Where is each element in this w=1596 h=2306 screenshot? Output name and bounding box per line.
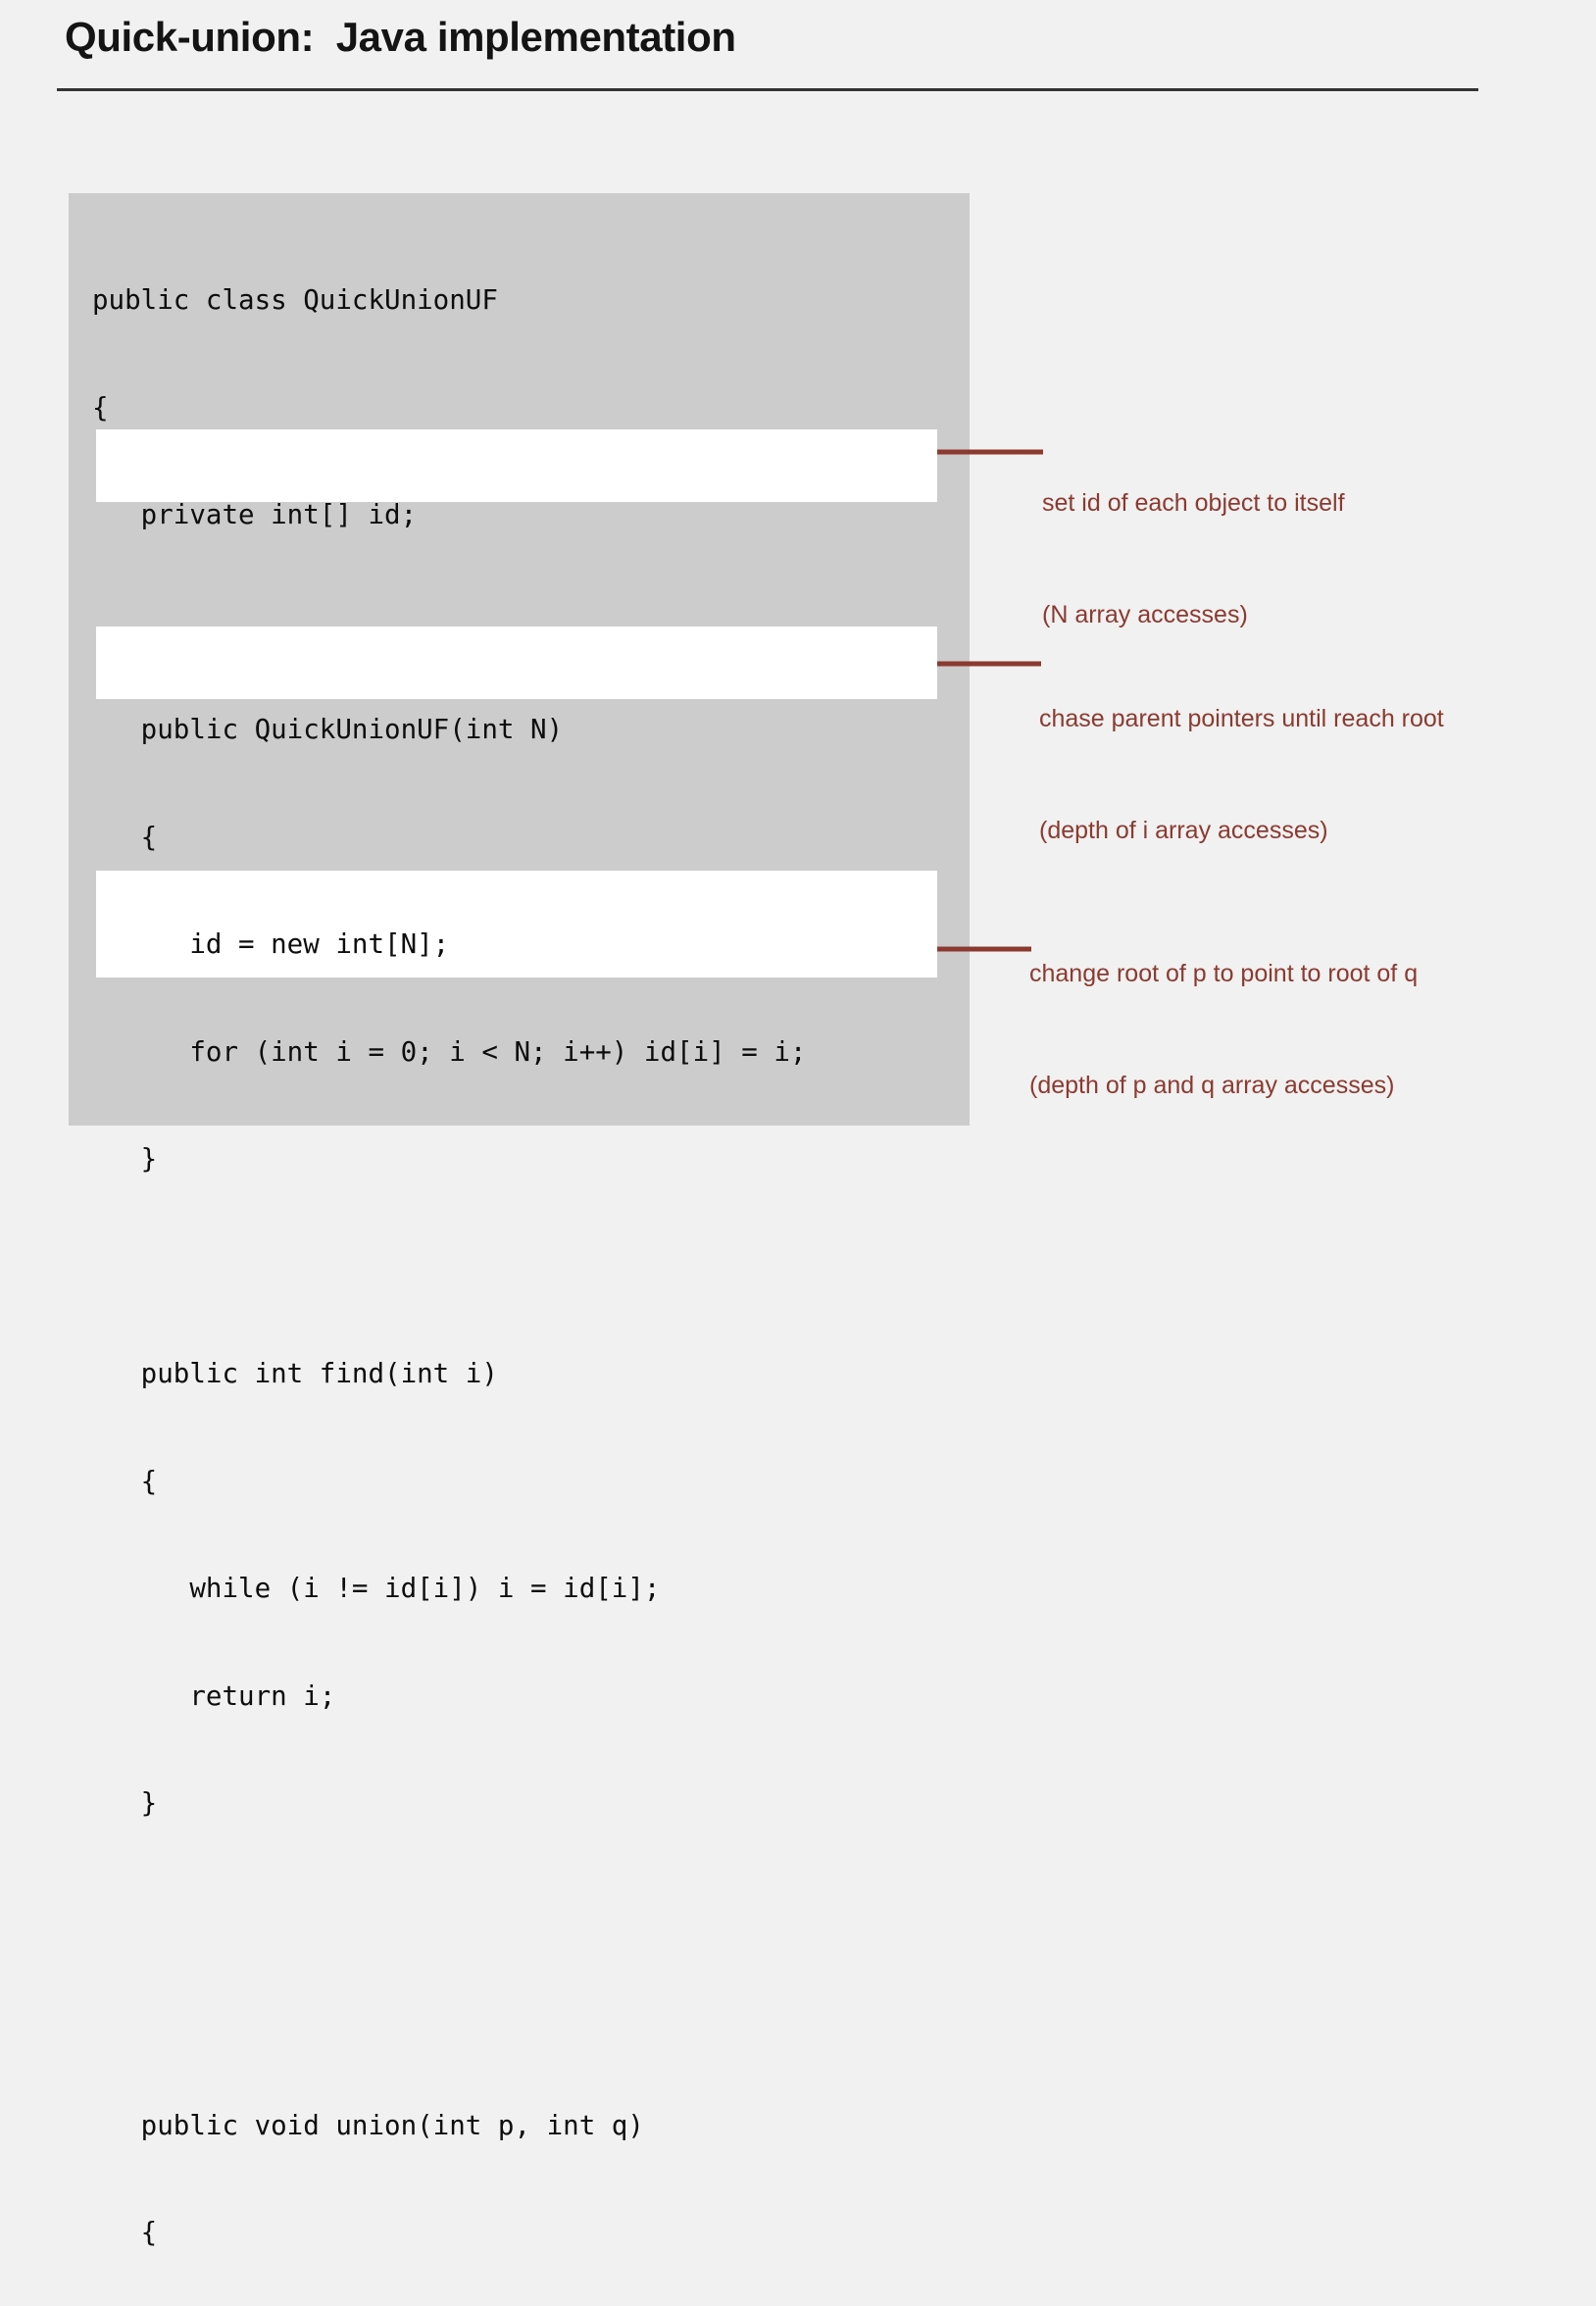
code-highlight-union [96, 871, 937, 978]
annotation-union: change root of p to point to root of q (… [1029, 880, 1418, 1141]
code-line: while (i != id[i]) i = id[i]; [92, 1573, 661, 1604]
code-line: id = new int[N]; [92, 928, 450, 960]
code-line: private int[] id; [92, 499, 418, 530]
code-highlight-find [96, 627, 937, 699]
annotation-init-line2: (N array accesses) [1042, 601, 1248, 628]
code-line [92, 2000, 806, 2036]
annotation-find-line1: chase parent pointers until reach root [1039, 705, 1444, 732]
annotation-init-line1: set id of each object to itself [1042, 489, 1345, 517]
code-line: for (int i = 0; i < N; i++) id[i] = i; [92, 1035, 807, 1068]
annotation-union-line2: (depth of p and q array accesses) [1029, 1072, 1395, 1099]
code-highlight-constructor [96, 429, 937, 502]
page-title: Quick-union: Java implementation [65, 14, 736, 60]
code-line: { [92, 821, 158, 853]
code-line: public class QuickUnionUF [92, 284, 498, 316]
code-line: public QuickUnionUF(int N) [92, 714, 564, 745]
code-line [92, 1249, 806, 1285]
code-line: public int find(int i) [92, 1358, 498, 1389]
code-line: return i; [92, 1679, 336, 1712]
annotation-find-line2: (depth of i array accesses) [1039, 817, 1328, 844]
code-block: public class QuickUnionUF { private int[… [92, 211, 806, 2306]
code-line: { [92, 1465, 158, 1497]
annotation-find: chase parent pointers until reach root (… [1039, 626, 1444, 886]
annotation-union-line1: change root of p to point to root of q [1029, 960, 1419, 987]
code-line: { [92, 391, 109, 424]
code-line: public void union(int p, int q) [92, 2109, 644, 2141]
annotation-init: set id of each object to itself (N array… [1042, 410, 1345, 671]
title-divider [57, 88, 1478, 91]
code-line: } [92, 1787, 158, 1819]
code-line: } [92, 1143, 158, 1175]
code-panel: public class QuickUnionUF { private int[… [69, 193, 970, 2248]
code-line [92, 605, 806, 641]
code-line: { [92, 2217, 158, 2248]
code-line [92, 1893, 806, 1930]
